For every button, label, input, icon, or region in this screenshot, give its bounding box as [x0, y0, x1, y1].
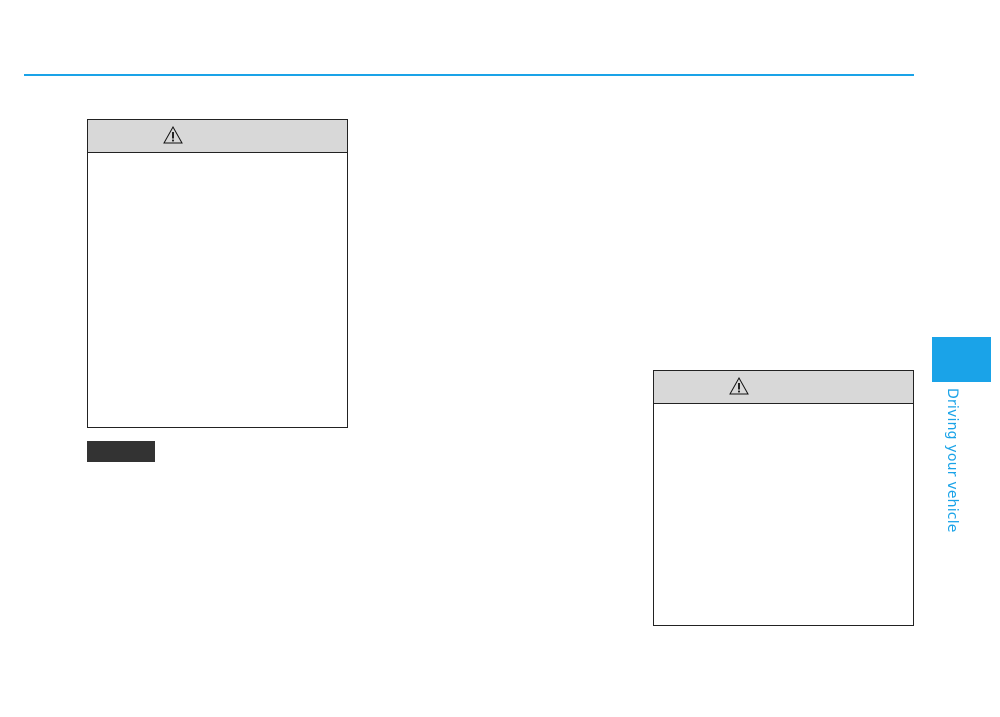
warning-body [654, 404, 913, 625]
warning-header [88, 120, 347, 153]
warning-triangle-icon [729, 376, 749, 395]
warning-body [88, 153, 347, 427]
warning-box-right [653, 370, 914, 626]
dark-label-bar [87, 441, 155, 462]
warning-header [654, 371, 913, 404]
chapter-tab [932, 337, 991, 382]
warning-triangle-icon [163, 125, 183, 144]
section-side-title: Driving your vehicle [944, 388, 960, 533]
warning-box-left [87, 119, 348, 428]
header-rule [24, 74, 914, 76]
